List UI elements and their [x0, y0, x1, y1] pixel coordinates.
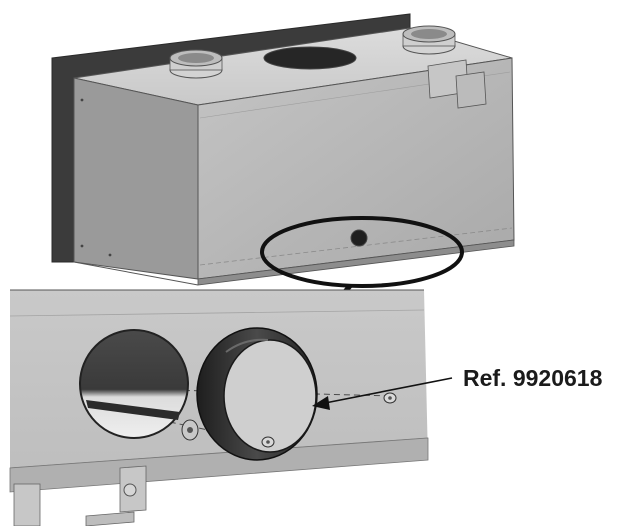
bottom-lip — [197, 239, 515, 286]
appliance-box — [51, 13, 515, 286]
front-duct-hole — [350, 229, 368, 247]
reference-label: Ref. 9920618 — [463, 365, 603, 391]
reference-leader — [312, 377, 453, 410]
side-panel — [73, 77, 199, 280]
duct-ring — [181, 327, 318, 461]
highlight-ellipse — [260, 216, 464, 288]
top-bracket — [427, 59, 487, 109]
wall-opening — [79, 329, 189, 439]
screw-right — [383, 392, 397, 404]
top-collar-right — [402, 25, 456, 55]
top-opening — [263, 46, 357, 70]
screw-bottom — [261, 436, 275, 448]
top-collar-left — [169, 49, 223, 79]
